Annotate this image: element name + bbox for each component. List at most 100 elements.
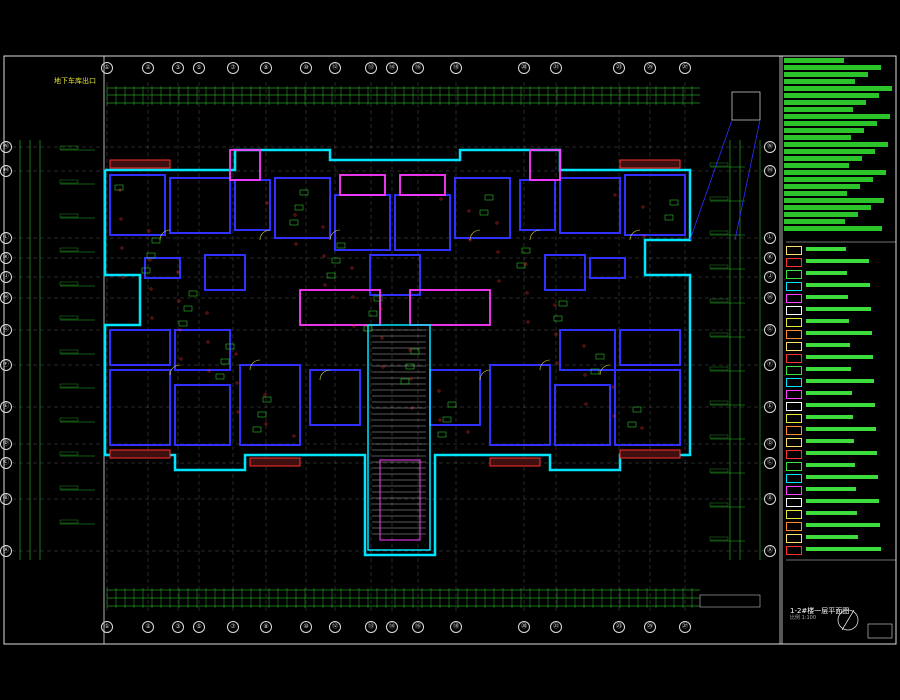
annotation-dot (236, 410, 240, 414)
callout-text (709, 400, 729, 405)
callout-text (59, 281, 79, 286)
grid-bubble-col: ⑯ (412, 62, 424, 74)
annotation-dot (642, 234, 646, 238)
fixture-symbol (590, 368, 600, 375)
annotation-dot (613, 193, 617, 197)
legend-row (786, 257, 894, 267)
annotation-dot (583, 373, 587, 377)
legend-text (806, 319, 849, 323)
door-swing (169, 364, 181, 376)
callout-text (59, 519, 79, 524)
legend-row (786, 413, 894, 423)
fixture-symbol (252, 426, 262, 433)
core-wall (339, 174, 386, 196)
note-text-line (784, 58, 844, 63)
fixture-symbol (437, 431, 447, 438)
sheet-border (103, 55, 781, 645)
callout-text (59, 485, 79, 490)
legend-text (806, 547, 881, 551)
key-plan-leader (689, 119, 733, 241)
callout-text (59, 417, 79, 422)
callout-text (59, 451, 79, 456)
room-wall (429, 369, 481, 426)
note-text-line (784, 226, 882, 231)
grid-bubble-col: ⑭ (386, 62, 398, 74)
fixture-symbol (553, 315, 563, 322)
annotation-dot (178, 328, 182, 332)
note-text-line (784, 93, 879, 98)
legend-row (786, 377, 894, 387)
annotation-dot (611, 385, 615, 389)
legend-row (786, 353, 894, 363)
core-wall (399, 174, 446, 196)
annotation-dot (467, 209, 471, 213)
fixture-symbol (479, 209, 489, 216)
legend-text (806, 271, 847, 275)
grid-bubble-row: Ⓕ (764, 359, 776, 371)
grid-bubble-col: ⑫ (329, 62, 341, 74)
legend-swatch (786, 366, 802, 375)
fixture-symbol (215, 373, 225, 380)
fixture-symbol (141, 267, 151, 274)
plan-title: 1-2#楼一层平面图 (790, 607, 850, 615)
note-text-line (784, 156, 862, 161)
grid-bubble-col: ⑧ (260, 62, 272, 74)
annotation-dot (292, 434, 296, 438)
legend-text (806, 367, 851, 371)
annotation-dot (408, 348, 412, 352)
annotation-dot (121, 275, 125, 279)
legend-row (786, 317, 894, 327)
grid-bubble-row: Ⓚ (0, 252, 12, 264)
grid-bubble-col: ⑳ (518, 621, 530, 633)
legend-text (806, 415, 853, 419)
legend-row (786, 509, 894, 519)
note-text-line (784, 219, 845, 224)
annotation-dot (641, 205, 645, 209)
grid-bubble-col: ⑤ (193, 621, 205, 633)
legend-text (806, 511, 857, 515)
note-text-line (784, 191, 847, 196)
key-plan-leader (734, 119, 761, 241)
annotation-dot (497, 279, 501, 283)
room-wall (559, 177, 621, 234)
legend-row (786, 437, 894, 447)
legend-text (806, 355, 873, 359)
grid-bubble-col: ㉕ (644, 62, 656, 74)
annotation-dot (235, 381, 239, 385)
legend-text (806, 283, 870, 287)
legend-swatch (786, 282, 802, 291)
grid-bubble-row: Ⓖ (764, 324, 776, 336)
legend-swatch (786, 270, 802, 279)
note-text-line (784, 212, 858, 217)
grid-bubble-row: Ⓜ (764, 165, 776, 177)
callout-text (59, 349, 79, 354)
fixture-symbol (558, 300, 568, 307)
grid-bubble-row: Ⓐ (764, 545, 776, 557)
key-plan (731, 91, 761, 121)
room-wall (174, 329, 231, 371)
fixture-symbol (669, 199, 679, 206)
grid-bubble-col: ㉗ (679, 621, 691, 633)
fixture-symbol (220, 358, 230, 365)
door-swing (329, 229, 341, 241)
legend-swatch (786, 318, 802, 327)
note-text-line (784, 184, 860, 189)
grid-bubble-row: Ⓛ (764, 232, 776, 244)
legend-text (806, 499, 879, 503)
grid-bubble-row: Ⓔ (0, 401, 12, 413)
core-wall (409, 289, 491, 326)
fixture-symbol (368, 310, 378, 317)
grid-bubble-col: ⑭ (386, 621, 398, 633)
door-swing (529, 229, 541, 241)
core-wall (229, 149, 261, 181)
legend-row (786, 245, 894, 255)
annotation-dot (118, 188, 122, 192)
annotation-dot (149, 287, 153, 291)
room-wall (109, 329, 171, 366)
annotation-dot (496, 250, 500, 254)
callout-text (59, 145, 79, 150)
door-swing (469, 229, 481, 241)
annotation-dot (381, 365, 385, 369)
callout-text (709, 468, 729, 473)
